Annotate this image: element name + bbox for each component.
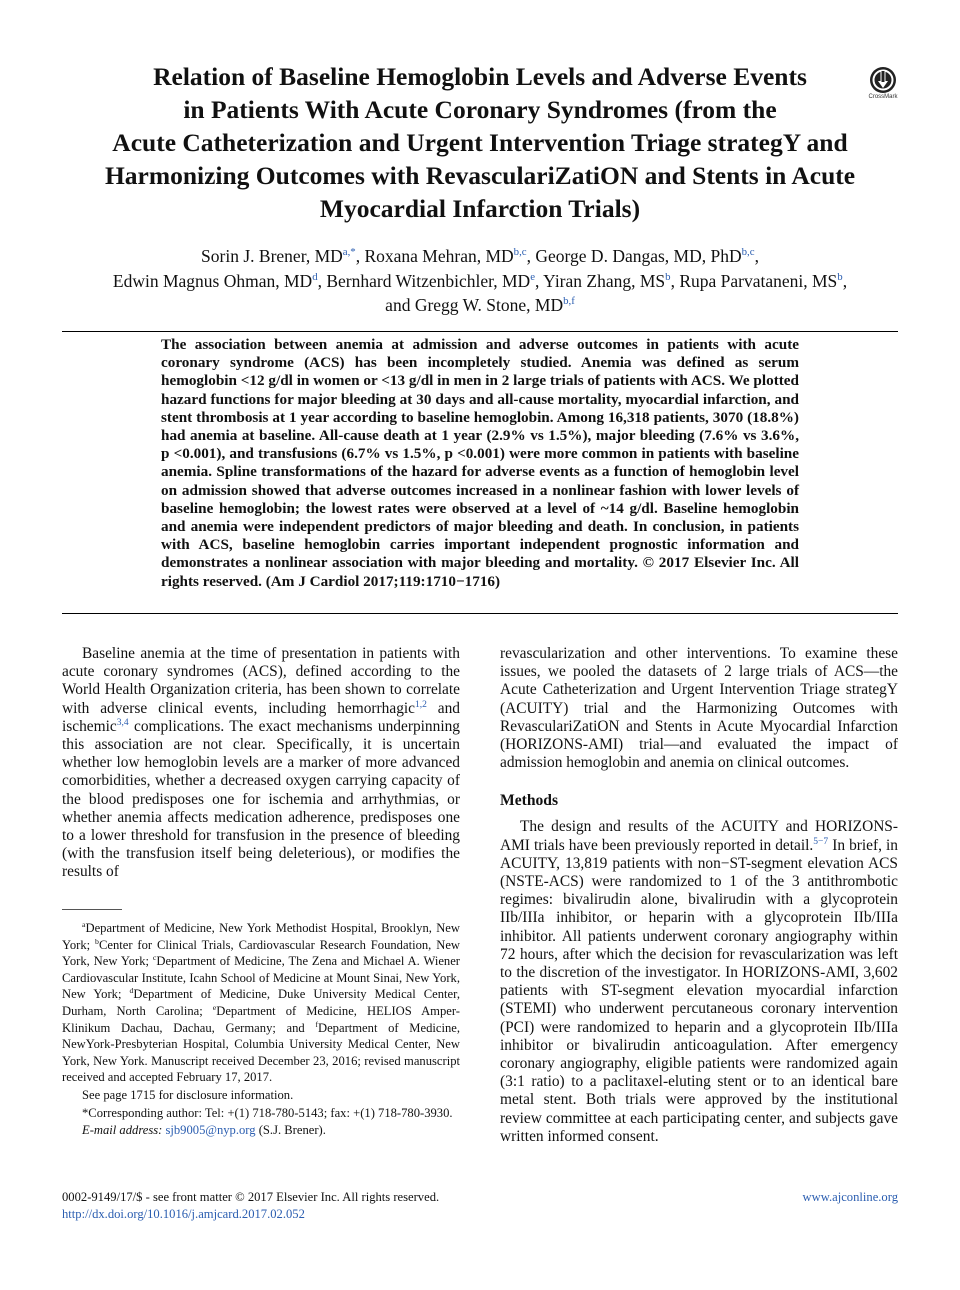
corresponding-author-footnote: *Corresponding author: Tel: +(1) 718-780…: [82, 1105, 453, 1120]
author-name: and Gregg W. Stone, MD: [385, 295, 564, 315]
email-link[interactable]: sjb9005@nyp.org: [165, 1123, 256, 1138]
body-column-right: revascularization and other intervention…: [500, 645, 898, 1146]
title-line: Relation of Baseline Hemoglobin Levels a…: [153, 62, 807, 91]
crossmark-icon: [870, 67, 896, 93]
author-affiliation[interactable]: b,c: [513, 246, 527, 259]
abstract-bottom-rule: [62, 613, 898, 614]
abstract: The association between anemia at admiss…: [161, 336, 799, 590]
author-name: Yiran Zhang, MS: [543, 270, 666, 291]
title-line: in Patients With Acute Coronary Syndrome…: [183, 95, 777, 124]
body-column-left: Baseline anemia at the time of presentat…: [62, 645, 460, 882]
author-name: Roxana Mehran, MD: [364, 246, 514, 266]
footer-right: www.ajconline.org: [690, 1189, 898, 1206]
author-list: Sorin J. Brener, MDa,*, Roxana Mehran, M…: [50, 244, 910, 318]
title-line: Myocardial Infarction Trials): [319, 194, 641, 223]
title-line: Harmonizing Outcomes with RevasculariZat…: [104, 161, 856, 190]
article-title: Relation of Baseline Hemoglobin Levels a…: [50, 60, 910, 225]
footer-left: 0002-9149/17/$ - see front matter © 2017…: [62, 1189, 482, 1223]
affiliations-footnote: aDepartment of Medicine, New York Method…: [62, 919, 461, 1085]
author-affiliation[interactable]: e: [530, 270, 536, 283]
abstract-top-rule: [62, 331, 898, 332]
issn-line: 0002-9149/17/$ - see front matter © 2017…: [62, 1190, 440, 1204]
author-name: Rupa Parvataneni, MS: [679, 270, 838, 291]
author-affiliation[interactable]: b: [665, 270, 671, 283]
author-line: and Gregg W. Stone, MDb,f: [50, 293, 910, 318]
title-line: Acute Catheterization and Urgent Interve…: [112, 128, 848, 157]
author-name: Bernhard Witzenbichler, MD: [326, 270, 531, 291]
author-name: George D. Dangas, MD, PhD: [535, 246, 742, 266]
email-footnote: E-mail address: sjb9005@nyp.org (S.J. Br…: [82, 1123, 326, 1138]
body-paragraph: The design and results of the ACUITY and…: [500, 818, 898, 1145]
section-heading: Methods: [500, 792, 559, 810]
author-affiliation[interactable]: b,f: [563, 295, 575, 308]
body-paragraph: revascularization and other intervention…: [500, 645, 898, 772]
citation-link[interactable]: 3,4: [116, 716, 129, 728]
journal-website-link[interactable]: www.ajconline.org: [802, 1190, 898, 1204]
footnotes: aDepartment of Medicine, New York Method…: [62, 920, 460, 1140]
footnote-rule: [62, 909, 122, 910]
author-line: Edwin Magnus Ohman, MDd, Bernhard Witzen…: [112, 270, 848, 291]
author-affiliation[interactable]: a,*: [342, 246, 356, 259]
author-name: Edwin Magnus Ohman, MD: [112, 270, 313, 291]
crossmark-badge[interactable]: CrossMark: [866, 66, 900, 101]
author-name: Sorin J. Brener, MD: [201, 246, 343, 266]
citation-link[interactable]: 1,2: [415, 698, 427, 710]
author-line: Sorin J. Brener, MDa,*, Roxana Mehran, M…: [201, 246, 759, 266]
citation-link[interactable]: 5−7: [813, 835, 829, 847]
crossmark-label: CrossMark: [868, 94, 898, 100]
author-affiliation[interactable]: b: [837, 270, 843, 283]
body-paragraph: Baseline anemia at the time of presentat…: [62, 645, 460, 881]
author-affiliation[interactable]: b,c: [741, 246, 755, 259]
author-affiliation[interactable]: d: [312, 270, 318, 283]
doi-link[interactable]: http://dx.doi.org/10.1016/j.amjcard.2017…: [62, 1206, 305, 1221]
disclosure-footnote: See page 1715 for disclosure information…: [82, 1087, 294, 1102]
